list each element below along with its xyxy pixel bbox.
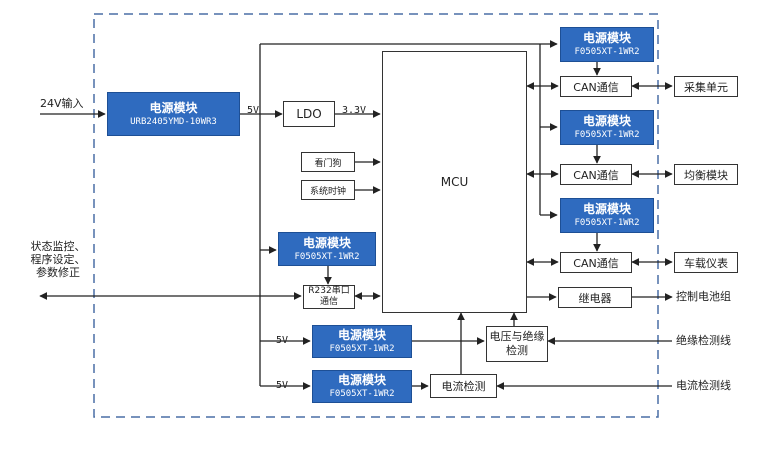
watchdog-block: 看门狗 xyxy=(301,152,355,172)
curr-rail-5v-label: 5V xyxy=(276,380,289,391)
curr-power-module: 电源模块 F0505XT-1WR2 xyxy=(312,370,412,403)
status-line-1: 状态监控、 xyxy=(30,240,86,253)
voltage-insulation-detect-block: 电压与绝缘检测 xyxy=(486,326,548,362)
rail-5v-label: 5V xyxy=(247,105,260,116)
can3-power-title: 电源模块 xyxy=(582,202,631,216)
rs232-comm-block: R232串口通信 xyxy=(303,285,355,309)
volt-power-module: 电源模块 F0505XT-1WR2 xyxy=(312,325,412,358)
balance-module-block: 均衡模块 xyxy=(674,164,738,185)
voltage-insulation-detect-label: 电压与绝缘检测 xyxy=(489,330,545,357)
curr-power-title: 电源模块 xyxy=(337,373,386,387)
collection-unit-block: 采集单元 xyxy=(674,76,738,97)
relay-block: 继电器 xyxy=(558,287,632,308)
rs232-power-title: 电源模块 xyxy=(302,235,351,250)
curr-power-model: F0505XT-1WR2 xyxy=(329,389,395,399)
system-clock-block: 系统时钟 xyxy=(301,180,355,200)
can2-power-module: 电源模块 F0505XT-1WR2 xyxy=(560,110,654,145)
can2-comm-block: CAN通信 xyxy=(560,164,632,185)
rail-3v3-label: 3.3V xyxy=(342,105,367,116)
mcu-block: MCU xyxy=(382,51,527,313)
main-power-title: 电源模块 xyxy=(149,100,198,115)
rs232-power-model: F0505XT-1WR2 xyxy=(294,251,360,262)
input-24v-label: 24V输入 xyxy=(40,97,84,110)
volt-power-title: 电源模块 xyxy=(337,328,386,342)
current-detect-block: 电流检测 xyxy=(430,374,497,398)
volt-power-model: F0505XT-1WR2 xyxy=(329,344,395,354)
can1-power-model: F0505XT-1WR2 xyxy=(574,47,640,57)
can3-power-module: 电源模块 F0505XT-1WR2 xyxy=(560,198,654,233)
main-power-module: 电源模块 URB2405YMD-10WR3 xyxy=(107,92,240,136)
can1-power-title: 电源模块 xyxy=(582,31,631,45)
main-power-model: URB2405YMD-10WR3 xyxy=(130,116,217,127)
can1-power-module: 电源模块 F0505XT-1WR2 xyxy=(560,27,654,62)
rs232-power-module: 电源模块 F0505XT-1WR2 xyxy=(278,232,376,266)
status-monitor-label: 状态监控、 程序设定、 参数修正 xyxy=(18,240,98,279)
system-boundary xyxy=(93,13,659,418)
can2-power-model: F0505XT-1WR2 xyxy=(574,130,640,140)
can3-comm-block: CAN通信 xyxy=(560,252,632,273)
can3-power-model: F0505XT-1WR2 xyxy=(574,218,640,228)
can1-comm-block: CAN通信 xyxy=(560,76,632,97)
rs232-comm-label: R232串口通信 xyxy=(308,286,350,307)
insulation-line-label: 绝缘检测线 xyxy=(676,334,731,347)
can2-power-title: 电源模块 xyxy=(582,114,631,128)
volt-rail-5v-label: 5V xyxy=(276,335,289,346)
status-line-3: 参数修正 xyxy=(36,266,80,279)
current-line-label: 电流检测线 xyxy=(676,379,731,392)
vehicle-meter-block: 车载仪表 xyxy=(674,252,738,273)
control-battery-label: 控制电池组 xyxy=(676,290,731,303)
status-line-2: 程序设定、 xyxy=(30,253,86,266)
ldo-block: LDO xyxy=(283,101,335,127)
